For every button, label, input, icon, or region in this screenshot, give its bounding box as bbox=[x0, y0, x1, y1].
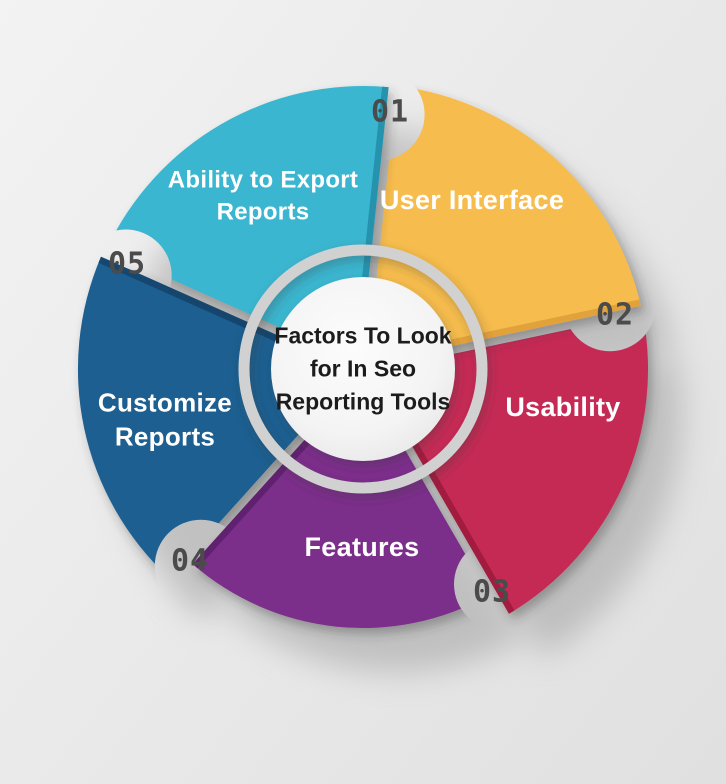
inner-ring bbox=[238, 244, 488, 494]
center-title: Factors To Look for In Seo Reporting Too… bbox=[250, 320, 476, 419]
center-circle bbox=[271, 277, 455, 461]
center-title-line: Reporting Tools bbox=[275, 388, 451, 415]
center-title-line: for In Seo bbox=[309, 355, 417, 382]
center-title-line: Factors To Look bbox=[274, 322, 452, 349]
